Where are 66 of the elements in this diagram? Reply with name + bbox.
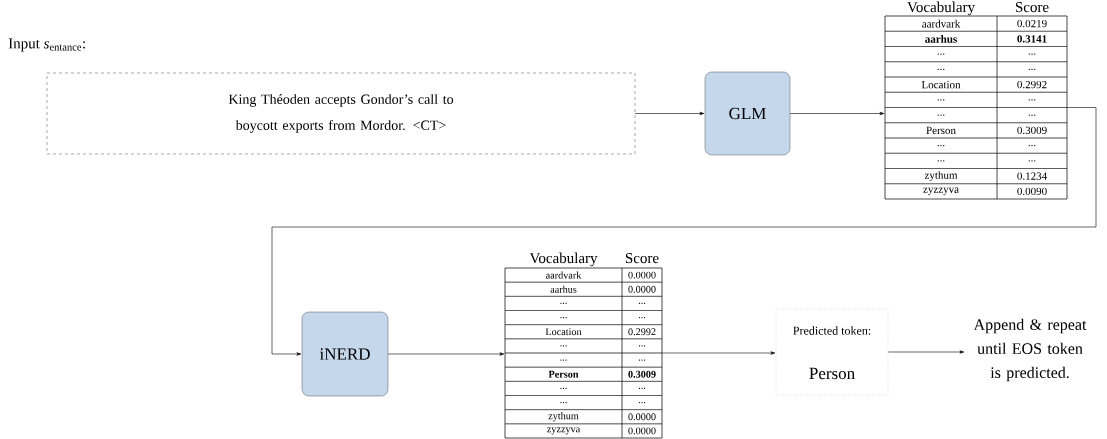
table-cell: zyzzyva xyxy=(504,423,623,439)
table-cell: 0.2992 xyxy=(621,324,663,340)
arrow xyxy=(271,107,1097,356)
column-header: Score xyxy=(1015,2,1049,13)
table-cell: 0.1234 xyxy=(996,168,1068,184)
table-cell: ... xyxy=(884,92,998,108)
arrow xyxy=(887,350,965,354)
table-cell: ... xyxy=(621,296,663,311)
arrow xyxy=(789,111,885,116)
note-text: Append & repeat until EOS token is predicted. xyxy=(973,318,1087,382)
table-cell: ... xyxy=(996,107,1068,123)
table-cell: ... xyxy=(884,61,998,78)
table-cell: ... xyxy=(504,296,623,311)
table-cell: 0.0000 xyxy=(621,267,663,283)
sentence-text: King Théoden accepts Gondor’s call to boycott exports from Mordor. <CT> xyxy=(228,94,454,133)
table-cell: ... xyxy=(621,352,663,368)
table-cell: Person xyxy=(884,122,998,139)
table-cell: 0.0000 xyxy=(621,409,663,425)
table-cell: ... xyxy=(996,46,1068,62)
table-cell: ... xyxy=(504,310,623,325)
arrow xyxy=(387,352,505,356)
table-cell: ... xyxy=(884,107,998,123)
table-cell: 0.3009 xyxy=(996,122,1068,139)
token-text: Person xyxy=(809,367,855,380)
table-cell: Location xyxy=(504,324,623,340)
table-cell: ... xyxy=(996,92,1068,108)
table-cell: ... xyxy=(504,381,623,396)
table-cell: aardvark xyxy=(504,267,623,283)
column-header: Vocabulary xyxy=(529,252,598,267)
table-cell: ... xyxy=(996,61,1068,78)
table-cell: ... xyxy=(884,153,998,169)
table-cell: ... xyxy=(884,46,998,62)
table-cell: 0.0219 xyxy=(996,15,1068,32)
table-cell: 0.0000 xyxy=(621,423,663,439)
token-text: Predicted token: xyxy=(793,326,871,335)
table-cell: ... xyxy=(504,352,623,368)
table-cell: 0.3141 xyxy=(996,31,1068,47)
table-cell: aardvark xyxy=(884,15,998,32)
process-box: GLM xyxy=(704,71,791,156)
token-box xyxy=(775,308,889,396)
table-cell: ... xyxy=(621,395,663,410)
table-cell: ... xyxy=(996,137,1068,154)
table-cell: 0.0000 xyxy=(621,281,663,297)
table-cell: aarhus xyxy=(884,31,998,47)
arrow xyxy=(661,351,776,355)
column-header: Vocabulary xyxy=(907,1,975,16)
table-cell: zyzzyva xyxy=(884,183,998,200)
table-cell: zythum xyxy=(504,409,623,425)
process-box: iNERD xyxy=(301,311,389,397)
table-cell: aarhus xyxy=(504,281,623,297)
table-cell: 0.2992 xyxy=(996,76,1068,93)
table-cell: ... xyxy=(621,310,663,325)
table-cell: Person xyxy=(504,366,623,382)
table-cell: ... xyxy=(621,338,663,354)
table-cell: ... xyxy=(996,153,1068,169)
table-cell: 0.0090 xyxy=(996,183,1068,200)
arrow xyxy=(634,111,705,116)
input-label: Input s$_{entance}$: xyxy=(8,38,85,52)
table-cell: ... xyxy=(884,137,998,154)
column-header: Score xyxy=(625,253,659,264)
table-cell: ... xyxy=(621,381,663,396)
table-cell: ... xyxy=(504,338,623,354)
table-cell: zythum xyxy=(884,168,998,184)
table-cell: ... xyxy=(504,395,623,410)
table-cell: 0.3009 xyxy=(621,366,663,382)
table-cell: Location xyxy=(884,76,998,93)
